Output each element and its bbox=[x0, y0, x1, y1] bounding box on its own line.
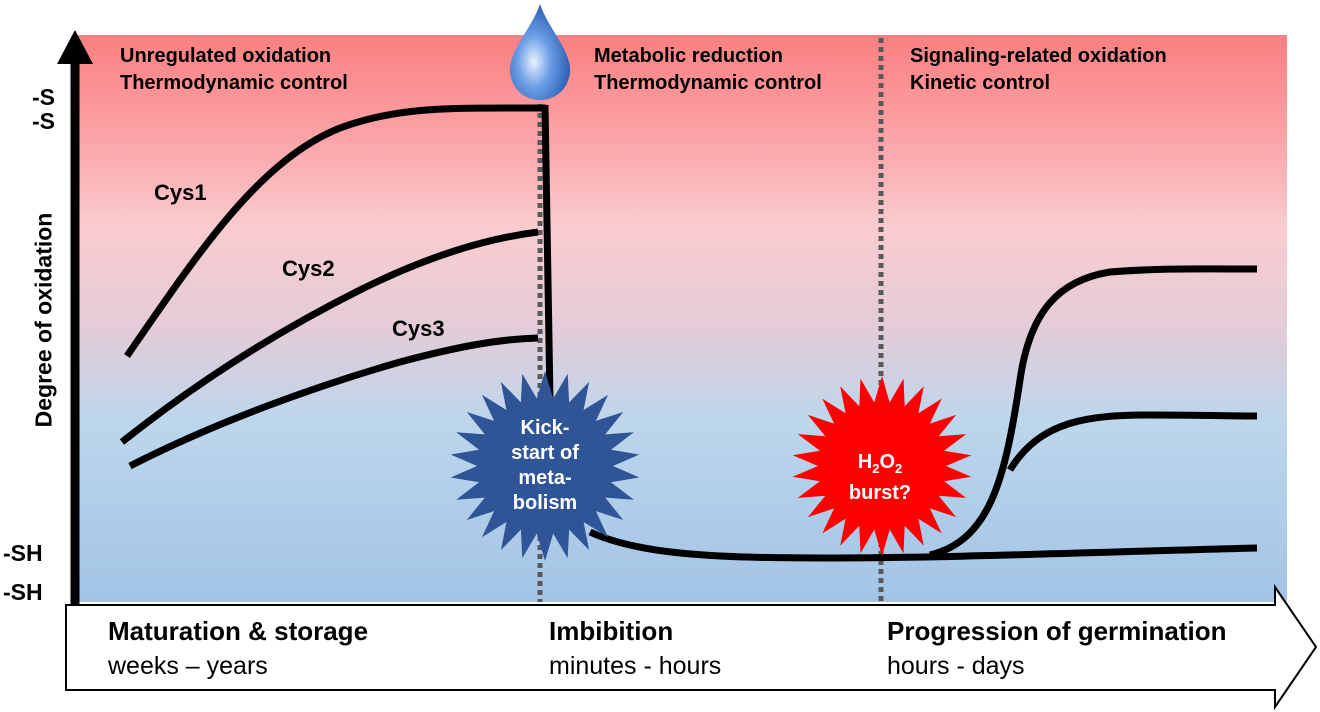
germination-high-curve bbox=[929, 265, 1258, 559]
phase-title-reduction: Metabolic reduction Thermodynamic contro… bbox=[594, 43, 822, 97]
y-tick-bottom-1: -SH bbox=[3, 540, 43, 566]
phase-2-line-1: Metabolic reduction bbox=[594, 45, 783, 67]
reduced-baseline-curve bbox=[588, 528, 1258, 562]
burst-o: O bbox=[879, 451, 895, 473]
y-tick-bottom-2: -SH bbox=[3, 579, 43, 605]
phase-1-line-1: Unregulated oxidation bbox=[120, 45, 332, 67]
reduction-drop-line bbox=[541, 104, 554, 401]
kickstart-line-4: bolism bbox=[512, 492, 578, 514]
stage-maturation: Maturation & storage weeks – years bbox=[108, 618, 368, 679]
stage-germination-sub: hours - days bbox=[887, 652, 1025, 680]
cys1-curve bbox=[124, 104, 547, 358]
burst-star-shape bbox=[792, 376, 972, 556]
stage-imbibition: Imbibition minutes - hours bbox=[549, 618, 721, 679]
kickstart-line-3: meta- bbox=[518, 467, 572, 489]
stage-imbibition-sub: minutes - hours bbox=[549, 652, 722, 680]
phase-2-line-2: Thermodynamic control bbox=[594, 72, 822, 94]
burst-sub-1: 2 bbox=[872, 461, 880, 476]
cys2-label: Cys2 bbox=[282, 256, 335, 281]
burst-formula: H2O2 bbox=[825, 450, 935, 481]
kickstart-label: Kick- start of meta- bolism bbox=[490, 416, 600, 516]
y-axis-label: Degree of oxidation bbox=[30, 212, 57, 428]
kickstart-line-2: start of bbox=[511, 442, 579, 464]
phase-1-line-2: Thermodynamic control bbox=[120, 72, 348, 94]
burst-h: H bbox=[857, 451, 873, 473]
stage-germination-title: Progression of germination bbox=[887, 616, 1227, 646]
phase-title-signaling: Signaling-related oxidation Kinetic cont… bbox=[910, 43, 1167, 97]
kickstart-star-shape bbox=[450, 371, 640, 561]
burst-label: H2O2 burst? bbox=[825, 450, 935, 506]
stage-germination: Progression of germination hours - days bbox=[887, 618, 1227, 679]
timeline-arrow bbox=[65, 583, 1318, 711]
y-axis-arrowhead bbox=[57, 30, 93, 64]
y-tick-top-1: -S bbox=[32, 84, 55, 110]
phase-3-line-2: Kinetic control bbox=[910, 72, 1051, 94]
cys3-label: Cys3 bbox=[392, 316, 445, 341]
water-drop-icon bbox=[509, 4, 571, 100]
cys3-curve bbox=[128, 334, 539, 470]
stage-maturation-title: Maturation & storage bbox=[108, 616, 369, 646]
stage-maturation-sub: weeks – years bbox=[108, 652, 268, 680]
phase-title-oxidation: Unregulated oxidation Thermodynamic cont… bbox=[120, 43, 348, 97]
phase-3-line-1: Signaling-related oxidation bbox=[910, 45, 1167, 67]
burst-sub-2: 2 bbox=[895, 461, 903, 476]
plot-background bbox=[75, 35, 1287, 602]
kickstart-line-1: Kick- bbox=[520, 417, 570, 439]
cys1-label: Cys1 bbox=[154, 180, 207, 205]
stage-imbibition-title: Imbibition bbox=[549, 616, 674, 646]
cys2-curve bbox=[119, 228, 539, 445]
y-tick-top-2: -S bbox=[32, 108, 55, 134]
germination-mid-curve bbox=[1007, 411, 1258, 472]
burst-line-2: burst? bbox=[848, 482, 912, 504]
